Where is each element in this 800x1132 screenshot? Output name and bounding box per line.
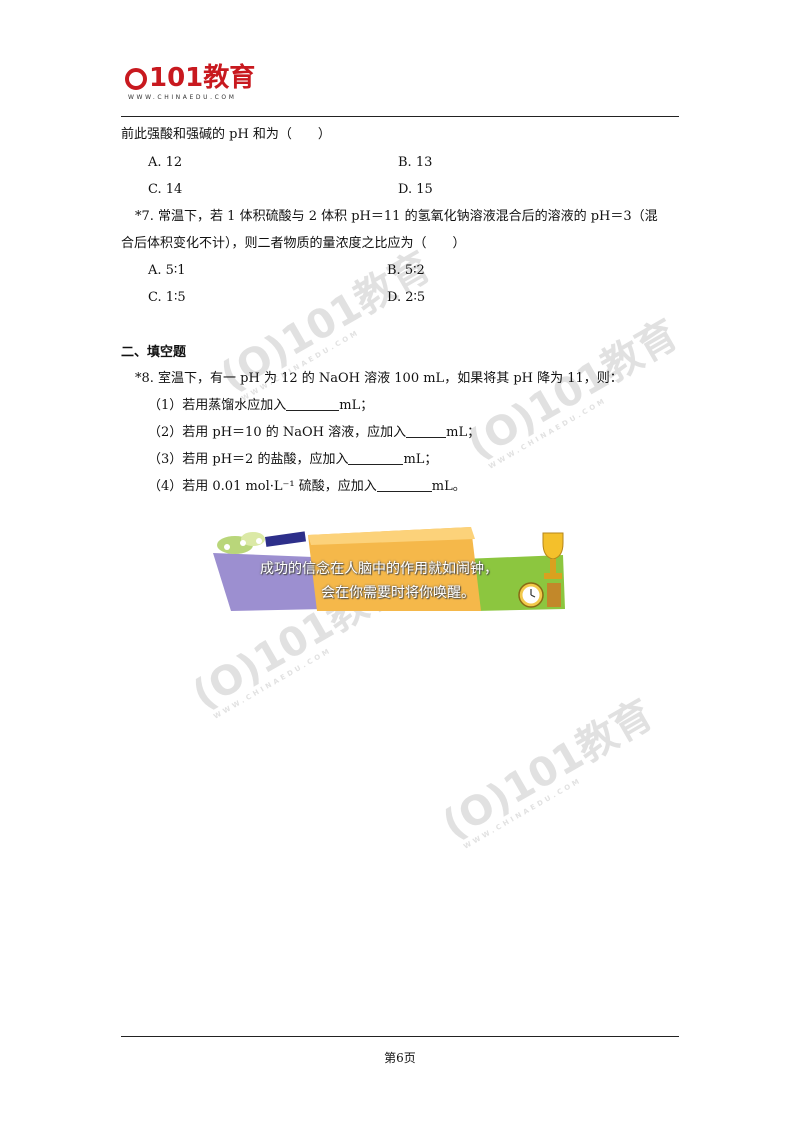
q6-option-b: B. 13 [398,155,433,170]
answer-blank [286,398,340,411]
q6-stem: 前此强酸和强碱的 pH 和为（ ） [121,127,331,142]
banner-line1: 成功的信念在人脑中的作用就如闹钟， [260,561,498,577]
header-rule [121,116,679,117]
motivational-banner: 成功的信念在人脑中的作用就如闹钟， 会在你需要时将你唤醒。 [213,525,578,613]
banner-panel-left [213,553,325,611]
q6-option-c: C. 14 [148,182,183,197]
q8-stem: *8. 室温下，有一 pH 为 12 的 NaOH 溶液 100 mL，如果将其… [135,371,623,386]
q7-stem-line1: *7. 常温下，若 1 体积硫酸与 2 体积 pH＝11 的氢氧化钠溶液混合后的… [135,209,658,224]
trophy-icon [542,532,564,607]
page-number: 第6页 [384,1051,416,1065]
q7-option-b: B. 5∶2 [387,263,425,278]
q7-option-c: C. 1∶5 [148,290,186,305]
q8-part2-text: （2）若用 pH＝10 的 NaOH 溶液，应加入 [148,425,407,440]
q6-option-a: A. 12 [148,155,183,170]
answer-blank [406,425,447,438]
logo: 101教育 WWW.CHINAEDU.COM [125,64,255,101]
answer-blank [348,452,404,465]
logo-ring-icon [125,68,147,90]
q8-part1-text: （1）若用蒸馏水应加入 [148,398,287,413]
q8-part2: （2）若用 pH＝10 的 NaOH 溶液，应加入 mL； [148,425,480,441]
banner-panel-top [308,527,475,545]
alarm-clock-icon [518,582,544,608]
answer-blank [376,479,432,492]
logo-wordmark: 101教育 [125,64,255,92]
banner-line2: 会在你需要时将你唤醒。 [321,585,475,601]
unit-label: mL。 [431,479,466,494]
banner-illustration [213,527,565,611]
logo-text: 101教育 [149,63,256,93]
q8-part4-text: （4）若用 0.01 mol·L⁻¹ 硫酸，应加入 [148,479,377,494]
plant-icon [217,531,307,554]
q7-stem-line2: 合后体积变化不计），则二者物质的量浓度之比应为（ ） [121,236,466,251]
footer-rule [121,1036,679,1037]
unit-label: mL； [339,398,374,413]
q8-part4: （4）若用 0.01 mol·L⁻¹ 硫酸，应加入 mL。 [148,479,466,495]
unit-label: mL； [403,452,438,467]
q6-option-d: D. 15 [398,182,433,197]
unit-label: mL； [446,425,481,440]
q8-part3: （3）若用 pH＝2 的盐酸，应加入 mL； [148,452,437,468]
q7-option-d: D. 2∶5 [387,290,426,305]
q8-part3-text: （3）若用 pH＝2 的盐酸，应加入 [148,452,349,467]
q8-part1: （1）若用蒸馏水应加入 mL； [148,398,373,414]
logo-url: WWW.CHINAEDU.COM [128,94,237,101]
section-heading: 二、填空题 [121,345,187,360]
q7-option-a: A. 5∶1 [148,263,186,278]
banner-panel-center [308,527,481,611]
